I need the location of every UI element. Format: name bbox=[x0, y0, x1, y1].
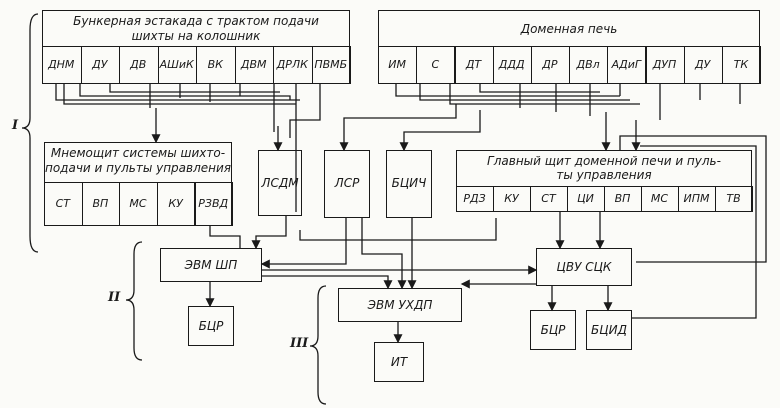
it-label: ИТ bbox=[390, 355, 408, 369]
main-panel-cell-label: ЦИ bbox=[577, 192, 594, 205]
bunker-cell-label: ДНМ bbox=[48, 58, 75, 71]
mnemonic-cell-label: РЗВД bbox=[198, 197, 229, 210]
furnace-cell-label: ДТ bbox=[465, 58, 482, 71]
mnemonic-cell-label: МС bbox=[129, 197, 147, 210]
bcich-label: БЦИЧ bbox=[391, 176, 427, 190]
evm-shp-block bbox=[160, 248, 262, 282]
furnace-cell-label: ДУП bbox=[652, 58, 677, 71]
bunker-title-line1: Бункерная эстакада с трактом подачи bbox=[73, 14, 319, 28]
bunker-cell-label: ПВМБ bbox=[314, 58, 348, 71]
bcid-label: БЦИД bbox=[591, 323, 627, 337]
furnace-cell bbox=[721, 46, 762, 84]
furnace-cell-label: ДР bbox=[542, 58, 558, 71]
evm-shp-label: ЭВМ ШП bbox=[184, 258, 238, 272]
brace-group-3 bbox=[309, 285, 327, 405]
furnace-cell-label: ДВл bbox=[576, 58, 600, 71]
main-panel-cell-label: ИПМ bbox=[683, 192, 710, 205]
mnemonic-title-line2: подачи и пульты управления bbox=[44, 161, 232, 175]
bunker-cell-label: АШиК bbox=[159, 58, 194, 71]
main-panel-cell-label: ВП bbox=[614, 192, 631, 205]
furnace-cell-label: ДДД bbox=[498, 58, 525, 71]
bunker-cell-label: ВК bbox=[207, 58, 223, 71]
furnace-cell-label: ДУ bbox=[695, 58, 711, 71]
furnace-cell-label: ТК bbox=[733, 58, 749, 71]
group-label-2: II bbox=[108, 290, 121, 305]
main-panel-cell-label: РДЗ bbox=[463, 192, 486, 205]
mnemonic-cell bbox=[194, 182, 234, 226]
lsr-block bbox=[324, 150, 370, 218]
mnemonic-cell-label: СТ bbox=[55, 197, 70, 210]
cvu-sck-label: ЦВУ СЦК bbox=[556, 260, 612, 274]
main-panel-cell-label: КУ bbox=[504, 192, 519, 205]
it-block bbox=[374, 342, 424, 382]
furnace-cell-label: АДиГ bbox=[611, 58, 641, 71]
lsdm-block bbox=[258, 150, 302, 216]
main-panel-cell-label: ТВ bbox=[726, 192, 741, 205]
furnace-cell-label: С bbox=[431, 58, 440, 71]
brace-group-2 bbox=[125, 241, 143, 361]
evm-uhdp-block bbox=[338, 288, 462, 322]
mnemonic-cell-label: ВП bbox=[92, 197, 109, 210]
main-panel-cell-label: СТ bbox=[541, 192, 556, 205]
lsr-label: ЛСР bbox=[334, 176, 360, 190]
bunker-cell-label: ДУ bbox=[92, 58, 108, 71]
bunker-cell bbox=[311, 46, 352, 84]
bcr-left-label: БЦР bbox=[198, 319, 224, 333]
cvu-sck-block bbox=[536, 248, 632, 286]
group-label-3: III bbox=[290, 336, 309, 351]
bcr-right-block bbox=[530, 310, 576, 350]
bunker-cell-label: ДВМ bbox=[240, 58, 267, 71]
furnace-cell-label: ИМ bbox=[388, 58, 406, 71]
furnace-title: Доменная печь bbox=[520, 22, 618, 36]
lsdm-label: ЛСДМ bbox=[261, 176, 299, 190]
mnemonic-cell-label: КУ bbox=[168, 197, 183, 210]
mnemonic-title-line1: Мнемощит системы шихто- bbox=[50, 146, 226, 160]
main-panel-cell-label: МС bbox=[650, 192, 669, 205]
bcid-block bbox=[586, 310, 632, 350]
bcich-block bbox=[386, 150, 432, 218]
bcr-left-block bbox=[188, 306, 234, 346]
brace-group-1 bbox=[21, 13, 39, 253]
main-panel-title-line2: ты управления bbox=[556, 168, 652, 182]
main-panel-cell bbox=[715, 186, 754, 212]
bcr-right-label: БЦР bbox=[540, 323, 566, 337]
group-label-1: I bbox=[12, 118, 19, 133]
main-panel-title-line1: Главный щит доменной печи и пуль- bbox=[487, 154, 721, 168]
bunker-cell-label: ДРЛК bbox=[276, 58, 308, 71]
bunker-cell-label: ДВ bbox=[130, 58, 147, 71]
evm-uhdp-label: ЭВМ УХДП bbox=[367, 298, 433, 312]
bunker-title-line2: шихты на колошник bbox=[131, 29, 261, 43]
